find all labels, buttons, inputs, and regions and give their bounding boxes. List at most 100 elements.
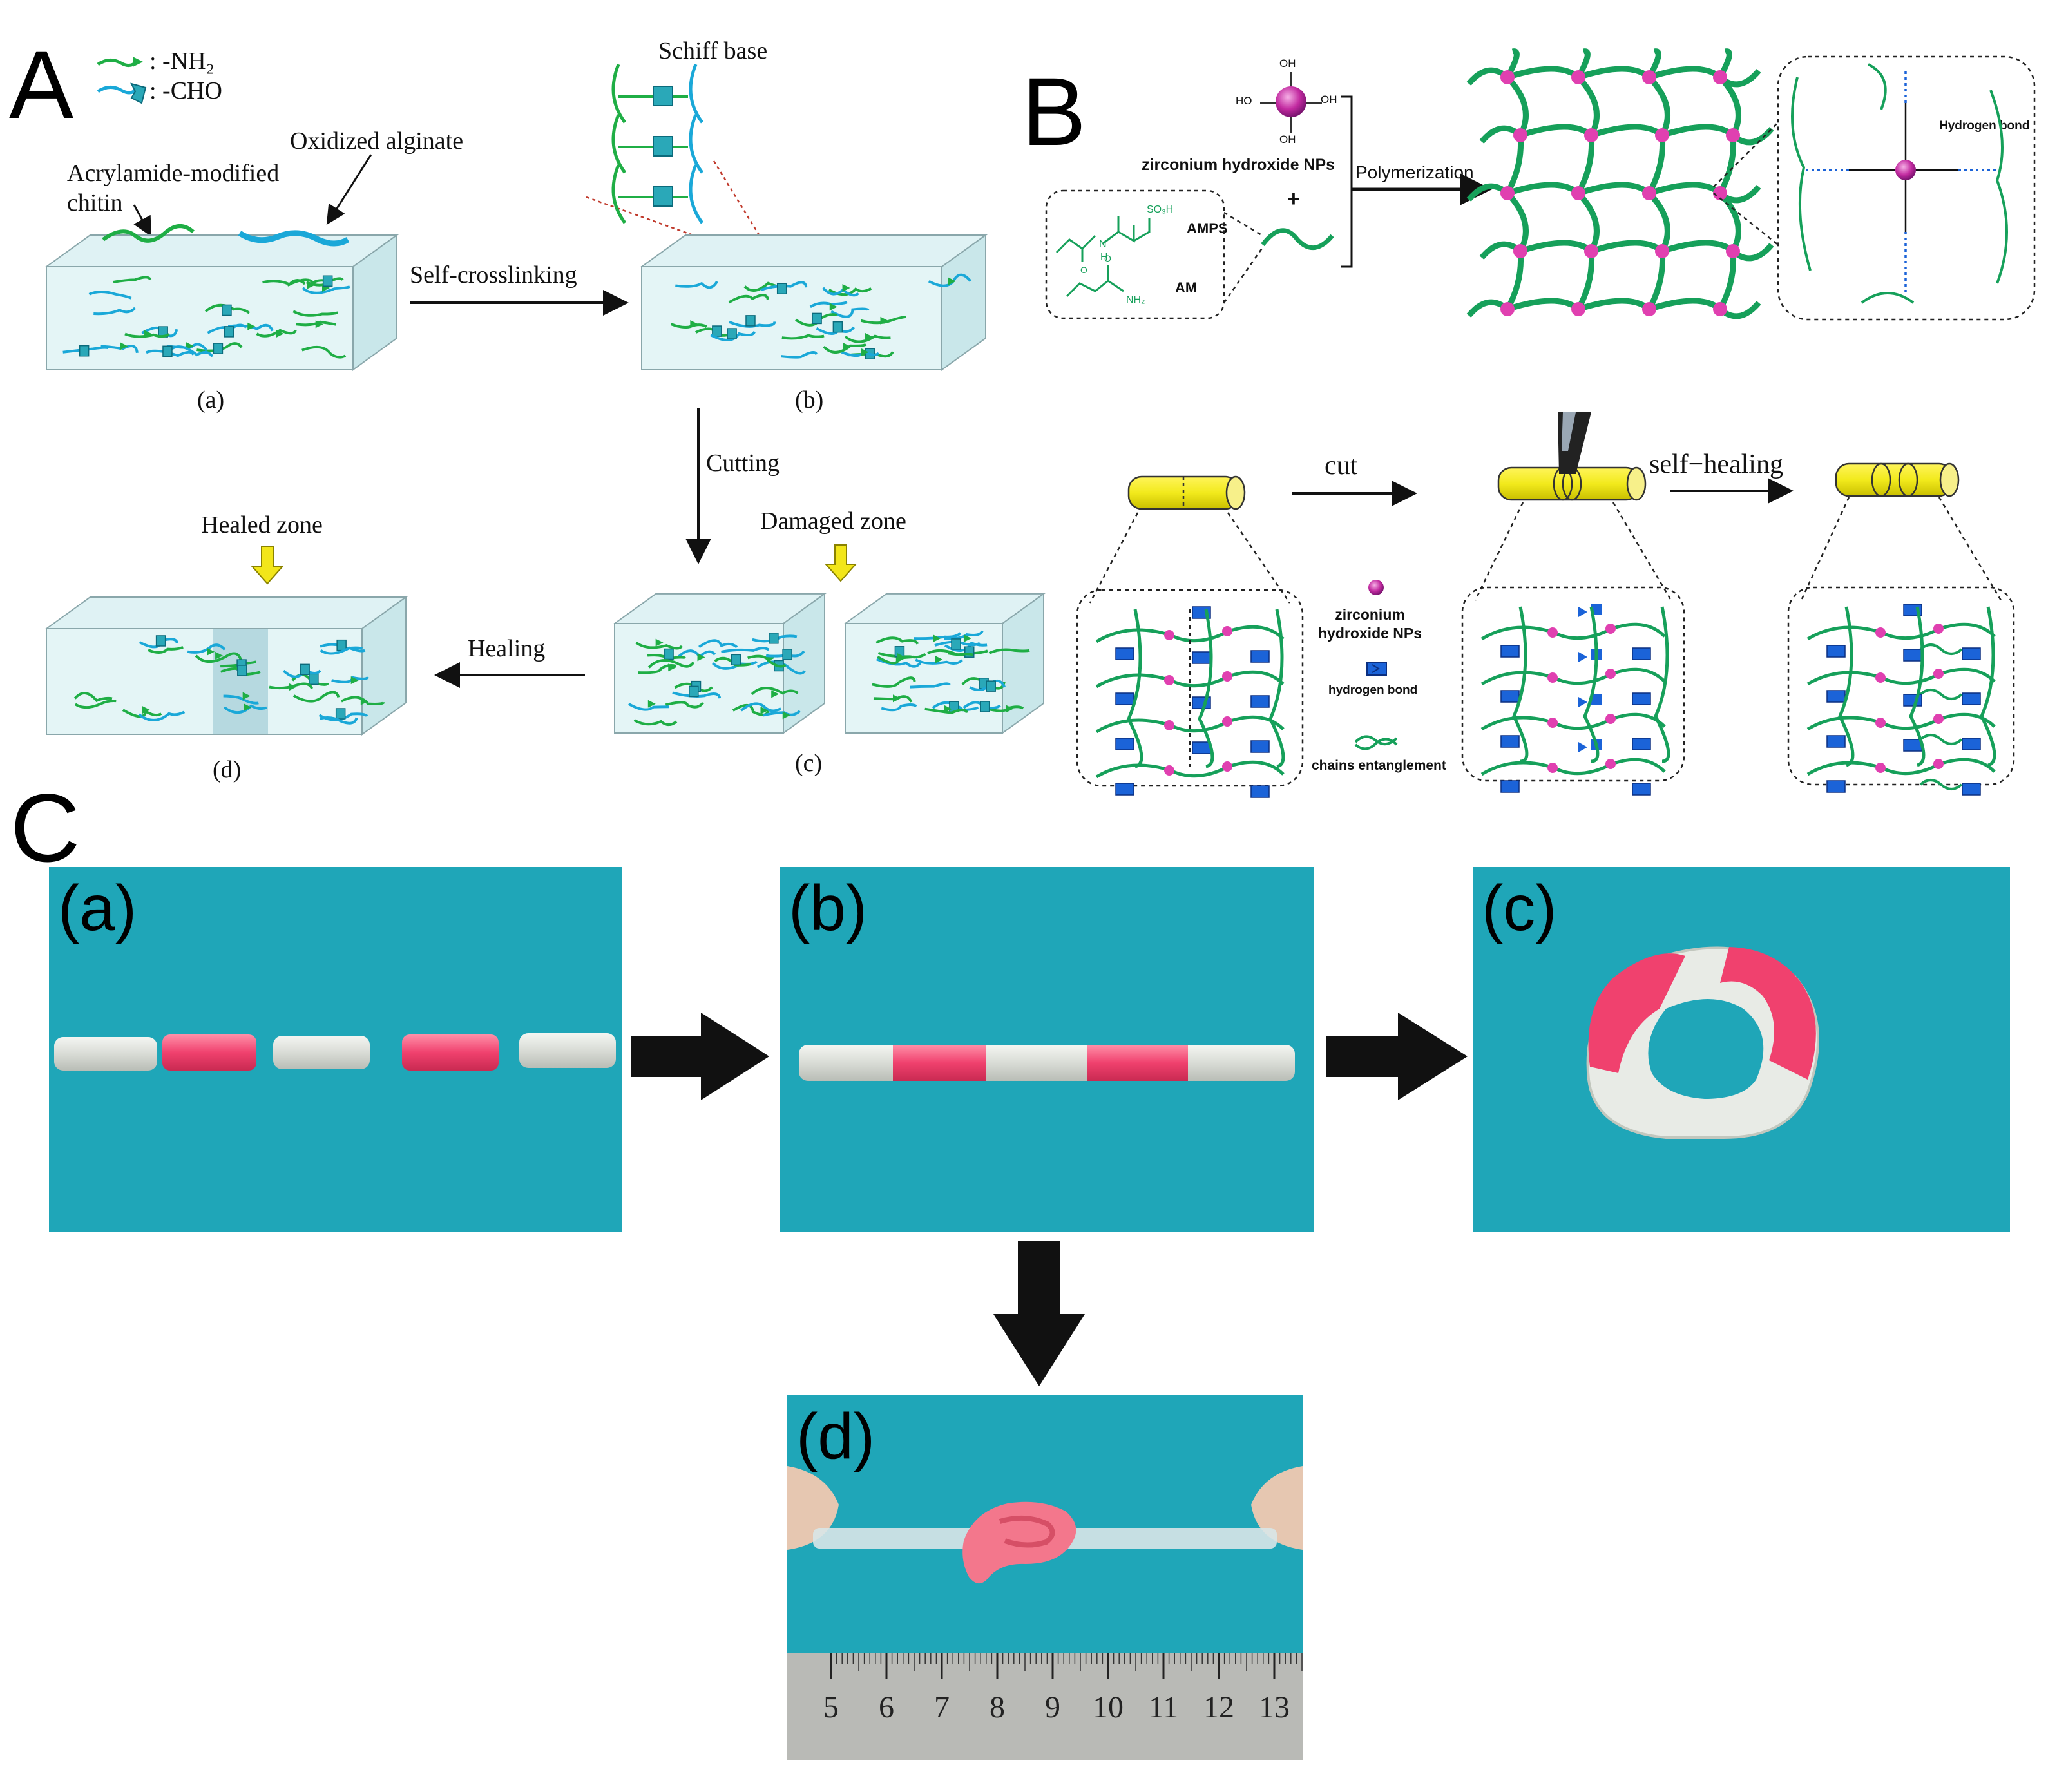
am-nh2-label: NH₂ <box>1126 294 1145 305</box>
photo-c-tag: (c) <box>1482 872 1557 944</box>
gel-segment-2 <box>162 1034 256 1071</box>
panel-a-letter: A <box>9 30 74 138</box>
panel-b-schematic: O O <box>1045 48 2036 798</box>
nh2-legend-icon <box>97 57 143 67</box>
self-healing-label: self−healing <box>1649 450 1783 479</box>
ruler-number: 5 <box>823 1690 839 1724</box>
gel-segment-5 <box>519 1033 616 1068</box>
arrow-b-to-c <box>1326 1013 1468 1100</box>
oh-top-label: OH <box>1279 57 1296 70</box>
photo-c: (c) <box>1473 867 2010 1232</box>
sub-c-label: (c) <box>795 750 823 777</box>
hydrogel-box-b <box>639 234 988 371</box>
hydrogel-box-c-left <box>612 592 827 734</box>
oh-bottom-label: OH <box>1279 133 1296 146</box>
zirconium-label: zirconium hydroxide NPs <box>1142 156 1335 174</box>
cut-label: cut <box>1325 451 1358 481</box>
monomer-box <box>1045 189 1225 319</box>
am-label: AM <box>1175 280 1198 296</box>
nh2-legend-label: : -NH₂ <box>149 48 215 75</box>
so3h-label: SO₃H <box>1147 204 1174 215</box>
network-node <box>1571 302 1585 316</box>
gel-segment-1 <box>54 1037 157 1071</box>
network-node <box>1584 244 1598 258</box>
ruler-number: 11 <box>1149 1690 1178 1724</box>
amide-h-label: H <box>1100 252 1108 263</box>
hydrogel-box-d <box>44 596 408 736</box>
svg-text:O: O <box>1104 253 1111 263</box>
panel-a-schematic <box>44 64 1046 736</box>
network-node <box>1500 186 1515 200</box>
chitin-label: chitin <box>67 189 123 216</box>
network-node <box>1713 186 1727 200</box>
ruler-number: 6 <box>879 1690 894 1724</box>
network-node <box>1726 244 1740 258</box>
panel-c-letter: C <box>10 774 81 882</box>
healed-zone-label: Healed zone <box>201 511 323 539</box>
gel-segment-3 <box>273 1036 370 1069</box>
schiff-base-label: Schiff base <box>658 37 768 64</box>
oh-left-label: HO <box>1236 95 1252 107</box>
sub-b-label: (b) <box>795 386 824 414</box>
gel-ring-hole <box>1648 999 1764 1099</box>
damaged-zone-label: Damaged zone <box>760 508 906 535</box>
legend-entanglement-label: chains entanglement <box>1312 758 1446 773</box>
network-node <box>1655 128 1669 142</box>
photo-a-tag: (a) <box>58 872 137 944</box>
network-node <box>1584 128 1598 142</box>
network-node <box>1642 70 1656 84</box>
network-node <box>1500 70 1515 84</box>
polymer-network <box>1466 48 1774 319</box>
hydrogen-bond-label: Hydrogen bond <box>1939 119 2030 133</box>
ruler <box>787 1653 1303 1760</box>
zoom-intact-network <box>1076 512 1304 798</box>
legend-entanglement-icon <box>1354 735 1398 750</box>
oh-right-label: OH <box>1321 93 1337 106</box>
ruler-number: 7 <box>934 1690 950 1724</box>
photo-d-tag: (d) <box>796 1400 875 1473</box>
legend-zirconium-icon <box>1368 580 1384 595</box>
legend-hydrogen-bond-label: hydrogen bond <box>1328 683 1418 697</box>
hydrogel-box-c-right <box>843 592 1046 734</box>
network-node <box>1655 244 1669 258</box>
arrow-a-to-b <box>631 1013 769 1100</box>
alginate-pointer <box>326 154 372 225</box>
ruler-number: 8 <box>990 1690 1005 1724</box>
healed-zone-arrow <box>251 546 284 585</box>
gel-segment-4 <box>402 1034 499 1071</box>
arrow-b-to-d <box>993 1241 1085 1386</box>
healing-label: Healing <box>468 635 546 662</box>
network-node <box>1726 128 1740 142</box>
healed-rod-pink-1 <box>893 1045 986 1081</box>
hydrogel-box-a <box>44 234 399 371</box>
ruler-number: 10 <box>1093 1690 1124 1724</box>
sub-d-label: (d) <box>213 756 242 783</box>
zoom-healed-network <box>1787 497 2015 796</box>
panel-b-letter: B <box>1022 57 1087 166</box>
zoom-cut-network <box>1461 502 1685 796</box>
network-node <box>1500 302 1515 316</box>
photo-a: (a) <box>49 867 622 1232</box>
network-node <box>1513 128 1527 142</box>
zr-center-node <box>1895 160 1916 180</box>
svg-text:O: O <box>1080 265 1087 275</box>
legend-hydrogen-bond-icon <box>1366 662 1387 676</box>
cho-legend-label: : -CHO <box>149 77 222 104</box>
photo-b: (b) <box>780 867 1314 1232</box>
legend-zirconium-label: zirconium hydroxide NPs <box>1318 606 1422 642</box>
self-crosslinking-label: Self-crosslinking <box>410 262 577 289</box>
amide-n-label: N <box>1099 239 1107 250</box>
photo-b-tag: (b) <box>789 872 868 944</box>
ruler-number: 9 <box>1045 1690 1060 1724</box>
polymerization-label: Polymerization <box>1355 162 1474 182</box>
oxidized-alginate-label: Oxidized alginate <box>290 128 464 155</box>
zirconium-molecule <box>1276 86 1306 117</box>
acrylamide-label: Acrylamide-modified <box>67 160 280 187</box>
rod-healed <box>1835 462 1960 497</box>
amps-label: AMPS <box>1187 220 1228 236</box>
healed-rod-pink-2 <box>1087 1045 1188 1081</box>
plus-label: + <box>1287 187 1300 211</box>
ruler-number: 12 <box>1203 1690 1234 1724</box>
